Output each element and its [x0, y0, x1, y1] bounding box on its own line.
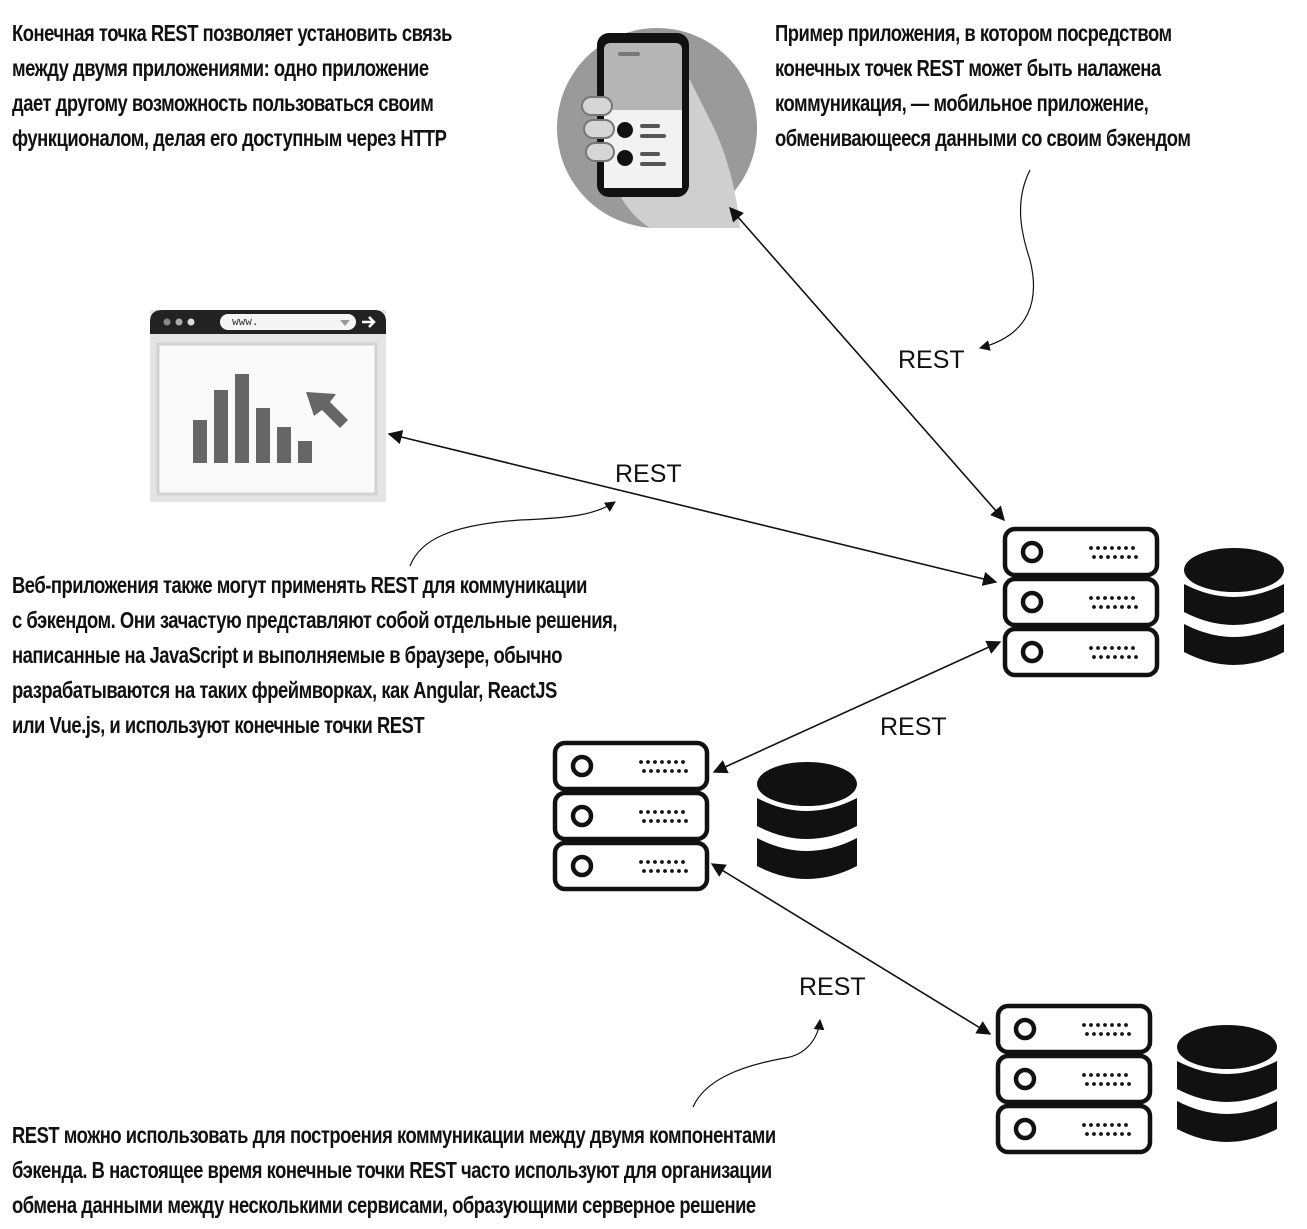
browser-address-text: www. — [232, 315, 259, 328]
database-icon — [1177, 1025, 1277, 1142]
server-rack-icon — [555, 743, 707, 889]
smartphone-icon — [557, 28, 757, 228]
browser-window-icon — [150, 310, 386, 502]
database-icon — [1184, 548, 1284, 665]
edge-label-web: REST — [615, 460, 682, 488]
edge-web-backend — [387, 430, 998, 586]
database-icon — [757, 762, 857, 879]
server-rack-icon — [1005, 529, 1157, 675]
edge-label-service-service: REST — [799, 973, 866, 1001]
edge-service-service — [710, 863, 992, 1035]
edge-label-backend-service: REST — [880, 713, 947, 741]
pointer-backend-note — [692, 1018, 825, 1108]
pointer-mobile-note — [978, 169, 1035, 351]
note-backend-components: REST можно использовать для построения к… — [12, 1122, 776, 1218]
note-rest-endpoint: Конечная точка REST позволяет установить… — [12, 20, 452, 151]
server-rack-icon — [998, 1006, 1150, 1152]
note-web-apps: Веб-приложения также могут применять RES… — [12, 572, 617, 738]
note-mobile-example: Пример приложения, в котором посредством… — [775, 20, 1191, 151]
edge-backend-service — [712, 640, 1002, 774]
pointer-web-note — [409, 501, 616, 567]
edge-label-mobile: REST — [898, 346, 965, 374]
bar-chart-icon — [193, 374, 312, 463]
cursor-arrow-icon — [306, 392, 348, 428]
